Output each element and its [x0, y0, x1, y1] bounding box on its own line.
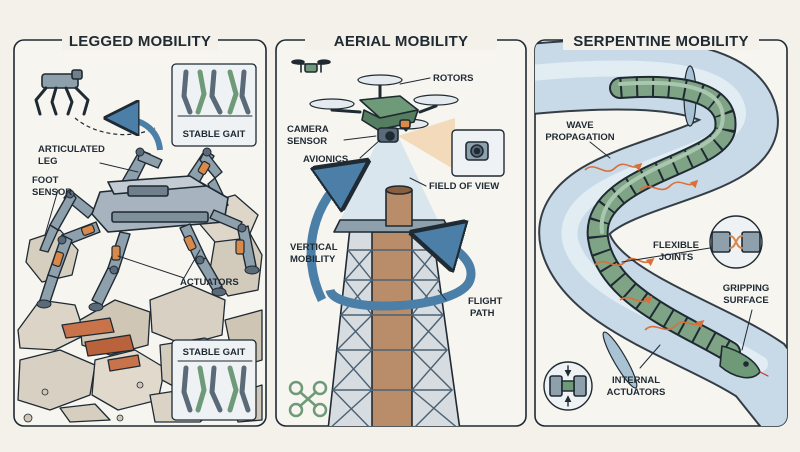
drone-icon: [291, 59, 331, 73]
label-internal-actuators-2: ACTUATORS: [607, 387, 666, 398]
label-wave-propagation-2: PROPAGATION: [545, 132, 614, 143]
label-internal-actuators-1: INTERNAL: [612, 375, 660, 386]
walking-robot-icon: [34, 69, 90, 116]
motion-path-dashed: [74, 117, 156, 136]
label-flexible-joints-2: JOINTS: [659, 252, 693, 263]
panel-title: LEGGED MOBILITY: [69, 33, 211, 50]
label-flight-path-2: PATH: [470, 308, 495, 319]
gait-box-bottom: STABLE GAIT: [171, 339, 257, 421]
camera-zoom-inset: [451, 129, 505, 177]
gait-box-top: STABLE GAIT: [171, 63, 257, 147]
label-vertical-mobility-2: MOBILITY: [290, 254, 336, 265]
snake-head: [719, 345, 769, 379]
flight-path-arrow: [325, 238, 476, 311]
label-flexible-joints-1: FLEXIBLE: [653, 240, 699, 251]
label-vertical-mobility-1: VERTICAL: [290, 242, 338, 253]
panel-legged: LEGGED MOBILITY: [13, 32, 267, 427]
label-rotors: ROTORS: [433, 73, 473, 84]
flexible-joint-inset: [709, 215, 763, 269]
label-field-of-view: FIELD OF VIEW: [429, 181, 499, 192]
panel-aerial: AERIAL MOBILITY: [275, 32, 527, 427]
chimney-stack: [385, 185, 413, 227]
label-foot-sensor-2: SENSOR: [32, 187, 72, 198]
label-camera-sensor-2: SENSOR: [287, 136, 327, 147]
label-avionics: AVIONICS: [303, 154, 348, 165]
gait-label-bottom: STABLE GAIT: [183, 347, 246, 358]
label-foot-sensor-1: FOOT: [32, 175, 59, 186]
label-flight-path-1: FLIGHT: [468, 296, 502, 307]
label-wave-propagation-1: WAVE: [566, 120, 593, 131]
label-gripping-surface-1: GRIPPING: [723, 283, 769, 294]
quadcopter-drone: [309, 74, 459, 143]
label-actuators: ACTUATORS: [180, 277, 239, 288]
panel-title: AERIAL MOBILITY: [334, 33, 468, 50]
label-articulated-leg-1: ARTICULATED: [38, 144, 105, 155]
quadcopter-frame-icon: [288, 380, 328, 418]
panel-serpentine: SERPENTINE MOBILITY WAVE PROPAGATION: [534, 32, 788, 427]
label-articulated-leg-2: LEG: [38, 156, 58, 167]
gait-label-top: STABLE GAIT: [183, 129, 246, 140]
internal-actuator-inset: [543, 361, 593, 411]
vertical-mobility-arrow: [306, 172, 352, 302]
label-gripping-surface-2: SURFACE: [723, 295, 768, 306]
stride-arrow: [118, 118, 163, 151]
label-camera-sensor-1: CAMERA: [287, 124, 329, 135]
hexapod-robot: [36, 147, 260, 312]
panel-title: SERPENTINE MOBILITY: [573, 33, 748, 50]
